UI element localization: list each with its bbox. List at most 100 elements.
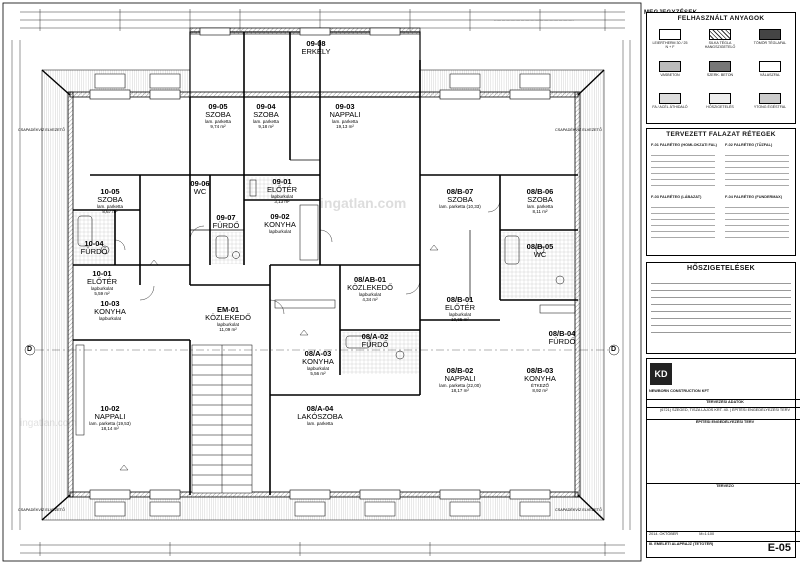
- room-floor: lam. parketta (19,53): [89, 421, 131, 426]
- sheet-number: E-05: [767, 542, 791, 554]
- room-name: ELŐTÉR: [444, 303, 475, 312]
- insulation-title: HŐSZIGETELÉSEK: [687, 265, 755, 272]
- insulation-box: HŐSZIGETELÉSEK: [646, 262, 796, 354]
- wall-layer-rule: [725, 207, 789, 208]
- room-floor: lapburkolat: [448, 312, 471, 317]
- material-swatch: [759, 93, 781, 104]
- material-label: HŐSZIGETELÉS: [706, 105, 734, 109]
- watermark-2: ingatlan.com: [20, 418, 77, 429]
- room-name: SZOBA: [527, 195, 553, 204]
- room-name: KONYHA: [94, 307, 126, 316]
- wall-layer-rule: [651, 213, 715, 214]
- room-number: 10-01: [92, 269, 112, 278]
- wall-layer-rule: [651, 179, 715, 180]
- room-name: LAKÓSZOBA: [297, 412, 343, 421]
- phase-row: ÉPÍTÉSI ENGEDÉLYEZÉSI TERV: [647, 419, 800, 424]
- material-label: SILKA TÉGLA HANGSZIGETELŐ: [704, 41, 736, 49]
- room-area: 4,34 m²: [362, 297, 378, 302]
- material-swatch: [659, 61, 681, 72]
- room-area: 9,74 m²: [210, 124, 226, 129]
- bathroom-tiles: [74, 177, 577, 374]
- side-label-right-bottom: CSAPADÉKVÍZ ELVEZETŐ: [555, 508, 602, 512]
- designer-section: TERVEZŐ: [716, 484, 734, 488]
- logo: KD: [650, 363, 672, 385]
- windows: [89, 27, 551, 500]
- room-name: NAPPALI: [444, 374, 476, 383]
- material-swatch: [709, 93, 731, 104]
- room-number: 10-04: [84, 239, 104, 248]
- materials-legend: FELHASZNÁLT ANYAGOK LEIERTHERM 30 / 25 N…: [646, 12, 796, 124]
- insulation-rule: [651, 311, 791, 312]
- axis-label-right: D: [611, 346, 617, 353]
- level-markers: [119, 244, 439, 471]
- room-name: KÖZLEKEDŐ: [205, 313, 251, 322]
- room-name: SZOBA: [253, 110, 279, 119]
- room-area: 18,14 m²: [101, 426, 119, 431]
- room-number: 08/B-05: [526, 242, 554, 251]
- room-number: 08/A-02: [361, 332, 389, 341]
- wall-layer-rule: [725, 155, 789, 156]
- wall-layer-rule: [651, 237, 715, 238]
- room-area: 3,13 m²: [274, 199, 290, 204]
- room-floor: lam. parketta: [306, 421, 333, 426]
- designer-row: TERVEZŐ: [647, 483, 800, 488]
- wall-layer-rule: [725, 173, 789, 174]
- room-name: KONYHA: [302, 357, 334, 366]
- floor-plan: [2, 2, 642, 562]
- interior-walls: [73, 32, 578, 495]
- room-name: FÜRDŐ: [212, 221, 240, 230]
- room-number: 08/B-01: [446, 295, 474, 304]
- axis-markers: [24, 344, 620, 356]
- room-floor: lapburkolat: [216, 322, 239, 327]
- room-number: 09-07: [216, 213, 236, 222]
- axis-label-left: D: [27, 346, 33, 353]
- wall-layer-code: F-03 FALRÉTEG (LÁBAZAT): [651, 195, 702, 199]
- project-title: TERVEZÉSI ADATOK: [706, 400, 744, 404]
- room-floor: lam. parketta: [252, 119, 279, 124]
- room-number: 09-06: [190, 179, 210, 188]
- material-label: FA / ACÉL ÁTHIDALÓ: [652, 105, 688, 109]
- wall-layer-code: F-04 FALRÉTEG (FUNDERMAX): [725, 195, 782, 199]
- material-label: SZERK. BETON: [706, 73, 734, 77]
- room-floor: lam. parketta: [96, 204, 123, 209]
- room-number: 09-08: [306, 39, 326, 48]
- room-floor: lam. parketta (22,00): [439, 383, 481, 388]
- room-area: 9,18 m²: [258, 124, 274, 129]
- wall-layer-rule: [651, 225, 715, 226]
- date-row: 2014. OKTÓBER M=1:100: [647, 531, 800, 536]
- room-name: WC: [193, 187, 207, 196]
- material-label: VÁLASZFAL: [759, 73, 781, 77]
- material-label: YTONG ÉGÉSTFAL: [753, 105, 787, 109]
- room-area: 18,17 m²: [451, 388, 469, 393]
- wall-layer-rule: [651, 231, 715, 232]
- insulation-rule: [651, 297, 791, 298]
- dimension-lines-side: [11, 40, 631, 530]
- room-name: ERKÉLY: [301, 47, 331, 56]
- room-area: 19,13 m²: [336, 124, 354, 129]
- room-floor: lam. parketta (10,33): [439, 204, 481, 209]
- room-name: SZOBA: [205, 110, 231, 119]
- phase: ÉPÍTÉSI ENGEDÉLYEZÉSI TERV: [695, 420, 755, 424]
- room-floor: lam. parketta: [331, 119, 358, 124]
- wall-layers-box: TERVEZETT FALAZAT RÉTEGEK F-01 FALRÉTEG …: [646, 128, 796, 256]
- company-name: NEWBORN CONSTRUCTION KFT: [649, 389, 710, 393]
- room-area: 11,09 m²: [219, 327, 237, 332]
- side-label-right-top: CSAPADÉKVÍZ ELVEZETŐ: [555, 128, 602, 132]
- room-name: ELŐTÉR: [266, 185, 297, 194]
- wall-layer-rule: [651, 207, 715, 208]
- door-swings: [114, 199, 501, 315]
